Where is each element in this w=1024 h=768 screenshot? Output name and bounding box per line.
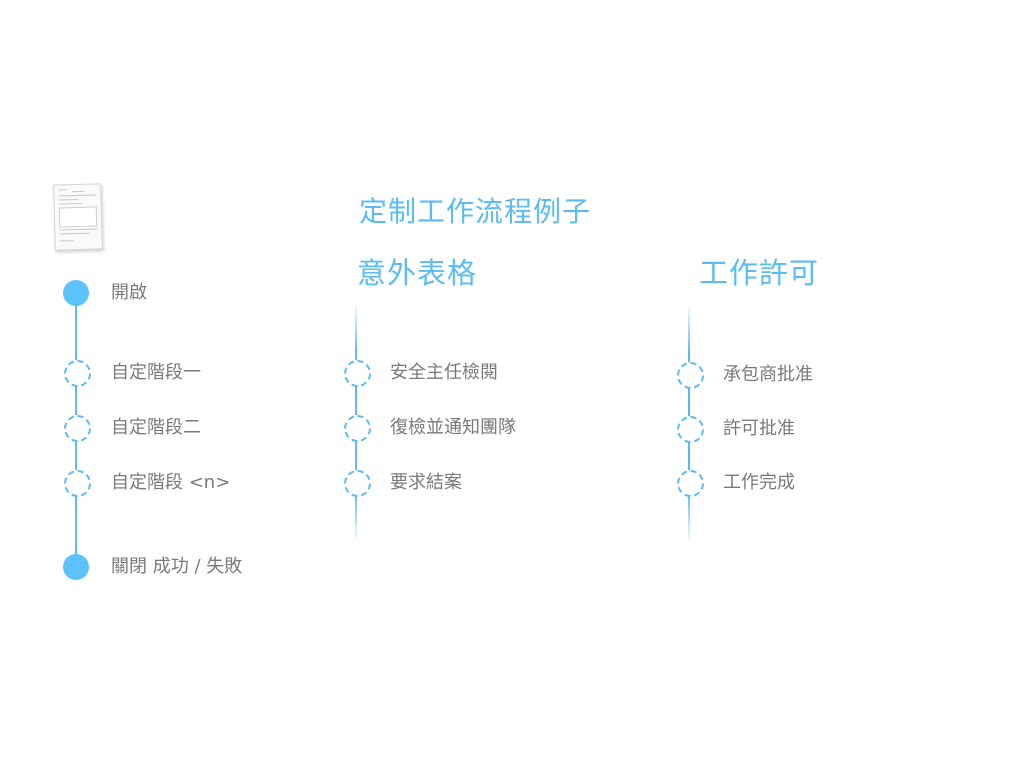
step-label: 開啟 [111,282,147,303]
step-label: 工作完成 [723,472,795,493]
incident-form-heading: 意外表格 [357,256,478,290]
step-label: 關閉 成功 / 失敗 [111,556,243,577]
step-label: 自定階段二 [111,417,201,438]
custom-stage-node [64,360,91,387]
step-label: 要求結案 [390,472,462,493]
step-label: 自定階段 <n> [111,472,231,493]
open-node [63,280,89,306]
permit-stage-node [677,470,704,497]
work-permit-heading: 工作許可 [699,256,820,290]
step-label: 許可批准 [723,418,795,439]
step-label: 復檢並通知團隊 [390,417,516,438]
close-node [63,554,89,580]
permit-flow-line-bottom [688,492,690,544]
incident-flow-line-top [355,302,357,352]
incident-stage-node [344,470,371,497]
incident-stage-node [344,415,371,442]
permit-stage-node [677,362,704,389]
incident-flow-line-bottom [355,492,357,544]
permit-flow-line-top [688,302,690,352]
step-label: 承包商批准 [723,364,813,385]
permit-stage-node [677,416,704,443]
diagram-title: 定制工作流程例子 [359,195,592,228]
document-thumbnail-icon [53,183,103,251]
custom-stage-node [64,470,91,497]
step-label: 安全主任檢閱 [390,362,498,383]
custom-stage-node [64,415,91,442]
incident-stage-node [344,360,371,387]
step-label: 自定階段一 [111,362,201,383]
